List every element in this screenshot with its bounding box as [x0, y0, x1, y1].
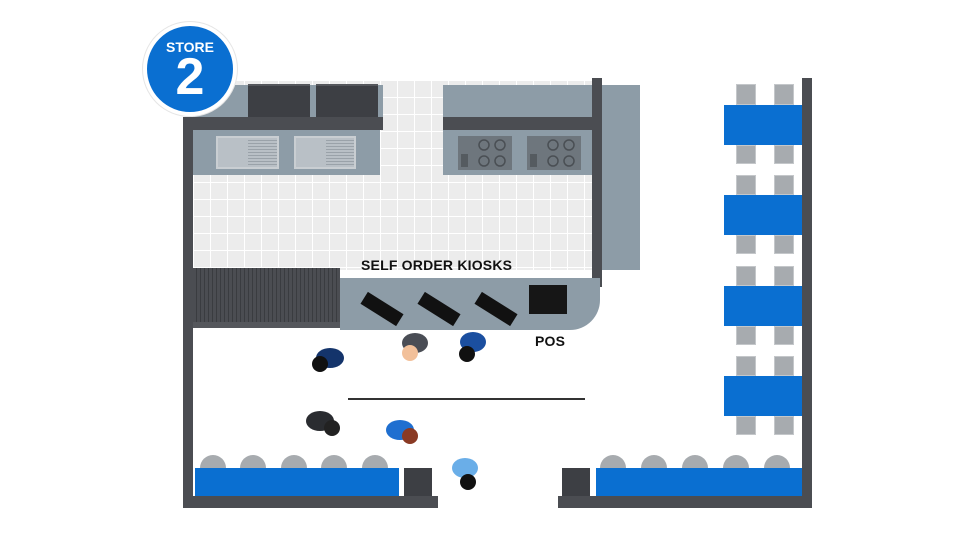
chair: [774, 84, 794, 105]
person-icon: [306, 411, 340, 436]
chair: [774, 266, 794, 286]
kitchen-wall-right: [443, 117, 595, 130]
outer-wall-left: [183, 117, 193, 508]
side-panel: [602, 85, 640, 270]
chair: [736, 326, 756, 345]
chair: [736, 175, 756, 195]
partition-wall: [592, 78, 602, 287]
chair: [774, 235, 794, 254]
person-icon: [312, 348, 344, 372]
chair: [736, 145, 756, 164]
grille: [193, 268, 340, 328]
chair: [736, 235, 756, 254]
chair: [774, 145, 794, 164]
fridge: [316, 84, 378, 119]
outer-wall-right: [802, 78, 812, 508]
bench-table-left: [195, 468, 399, 496]
chair: [736, 416, 756, 435]
chair: [736, 266, 756, 286]
trash-bin: [404, 468, 432, 496]
person-icon: [452, 458, 478, 490]
dining-table: [724, 105, 802, 145]
chair: [774, 326, 794, 345]
outer-wall-bottom-right: [558, 496, 812, 508]
chair: [736, 84, 756, 105]
chair: [774, 356, 794, 376]
fridge: [248, 84, 310, 119]
sink: [216, 136, 279, 169]
pos-terminal[interactable]: [529, 285, 567, 314]
bench-table-right: [596, 468, 802, 496]
kiosks-label: SELF ORDER KIOSKS: [361, 257, 513, 273]
stove: [458, 136, 512, 170]
outer-wall-bottom-left: [183, 496, 438, 508]
dining-table: [724, 286, 802, 326]
stove: [527, 136, 581, 170]
dining-table: [724, 376, 802, 416]
sink: [294, 136, 356, 169]
queue-line: [348, 398, 585, 400]
person-icon: [402, 333, 428, 361]
kitchen-wall-left: [193, 117, 383, 130]
trash-bin: [562, 468, 590, 496]
chair: [774, 175, 794, 195]
dining-table: [724, 195, 802, 235]
store-badge-label: STORE: [166, 39, 214, 55]
chair: [774, 416, 794, 435]
store-badge: STORE 2: [143, 22, 237, 116]
pos-label: POS: [535, 333, 566, 349]
person-icon: [459, 332, 486, 362]
person-icon: [386, 420, 418, 444]
store-badge-number: 2: [175, 48, 205, 106]
chair: [736, 356, 756, 376]
